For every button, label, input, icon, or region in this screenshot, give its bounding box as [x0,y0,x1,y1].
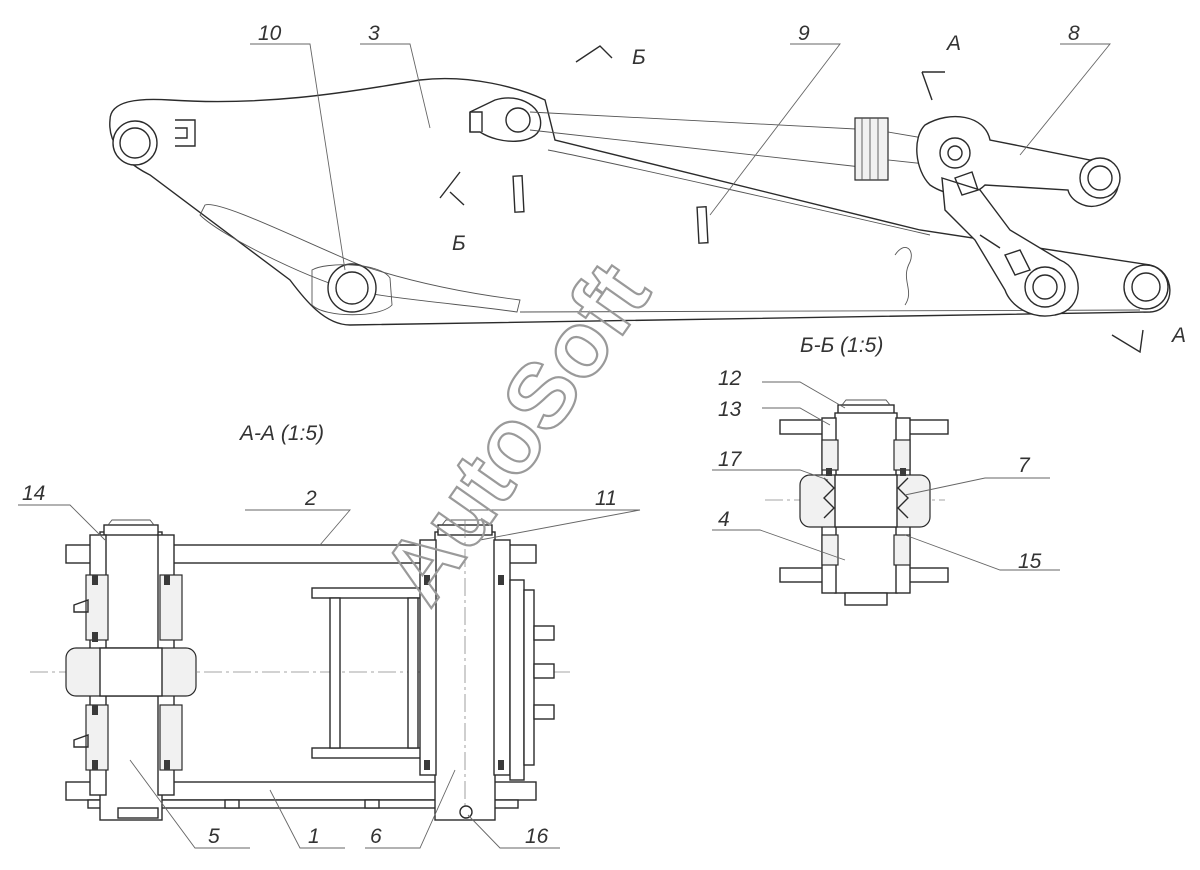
callout-5: 5 [208,825,220,848]
callout-2: 2 [304,487,317,510]
callout-7: 7 [1018,454,1031,477]
pin-cylinder-rear [469,97,542,142]
cut-marker-a-bottom: А [1111,324,1186,354]
hydraulic-cylinder [529,111,936,181]
callout-16: 16 [525,825,549,848]
callout-8: 8 [1068,22,1080,45]
pin-front [1123,264,1169,310]
callout-12: 12 [718,367,742,390]
callout-3: 3 [368,22,380,45]
pin-left [112,119,196,166]
svg-text:А: А [945,32,961,55]
callout-11: 11 [595,487,617,510]
svg-text:А: А [1170,324,1186,347]
callout-13: 13 [718,398,742,421]
callout-9: 9 [798,22,810,45]
linkage [916,115,1121,317]
callout-17: 17 [718,448,743,471]
cut-marker-b-top: Б [575,45,646,69]
boom-cutout [199,204,521,313]
cut-marker-a-top: А [921,32,961,101]
pin-lower [311,263,393,316]
section-title-bb: Б-Б (1:5) [800,334,883,357]
boom-body [109,77,1171,326]
svg-text:Б: Б [452,232,466,255]
callout-14: 14 [22,482,45,505]
section-a-a: А-А (1:5) [18,422,641,849]
callout-1: 1 [308,825,320,848]
callout-10: 10 [258,22,282,45]
section-b-b: Б-Б (1:5) 12 13 17 7 4 15 [712,334,1060,606]
callout-4: 4 [718,508,730,531]
svg-text:Б: Б [632,46,646,69]
main-view: Б Б А А 10 3 9 8 [109,22,1186,354]
cut-marker-b-bottom: Б [439,171,466,255]
callout-15: 15 [1018,550,1042,573]
section-title-aa: А-А (1:5) [238,422,324,445]
callout-6: 6 [370,825,382,848]
